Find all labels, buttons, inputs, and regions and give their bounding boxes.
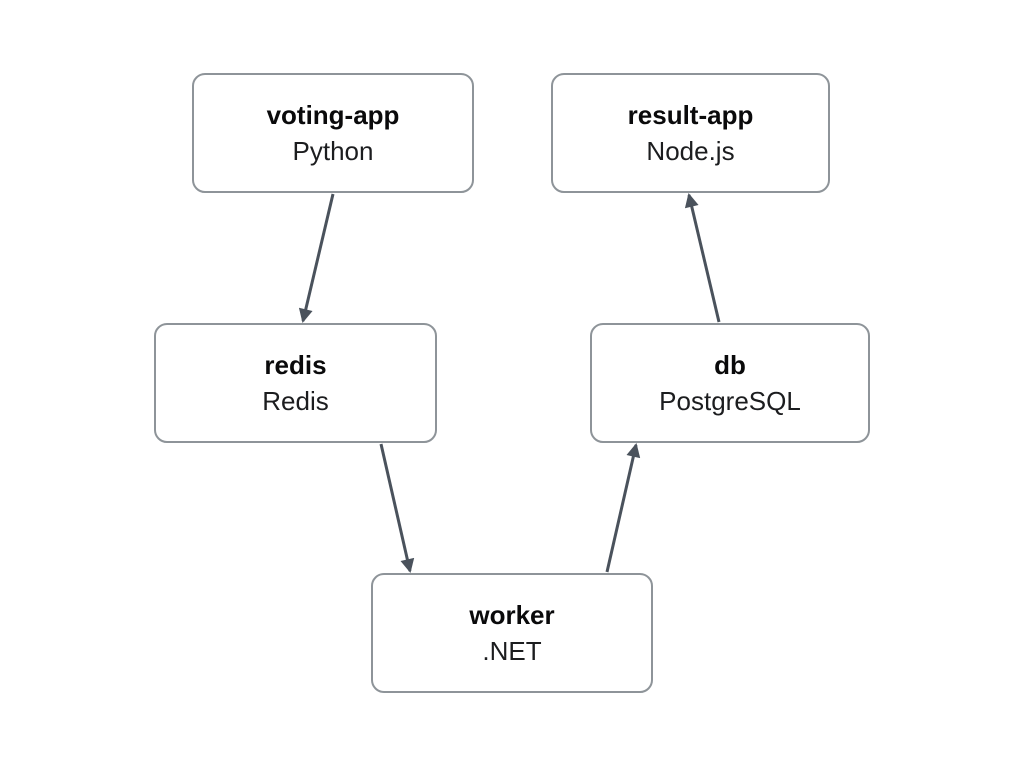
edge-worker-to-db [605, 442, 641, 573]
node-db-tech: PostgreSQL [659, 385, 801, 416]
node-voting-app-tech: Python [292, 135, 374, 166]
node-voting-app: voting-app Python [192, 73, 474, 193]
node-redis-name: redis [264, 350, 327, 380]
edge-redis-to-worker [379, 443, 415, 574]
node-db: db PostgreSQL [590, 323, 870, 443]
node-redis-tech: Redis [262, 385, 329, 416]
node-result-app-name: result-app [627, 100, 754, 130]
node-worker-name: worker [469, 600, 555, 630]
edge-voting-app-to-redis [298, 193, 335, 324]
node-worker: worker .NET [371, 573, 653, 693]
edge-db-to-result-app [684, 192, 721, 323]
node-result-app-tech: Node.js [646, 135, 735, 166]
node-result-app: result-app Node.js [551, 73, 830, 193]
node-voting-app-name: voting-app [266, 100, 400, 130]
node-redis: redis Redis [154, 323, 437, 443]
node-worker-tech: .NET [482, 635, 542, 666]
node-db-name: db [714, 350, 746, 380]
